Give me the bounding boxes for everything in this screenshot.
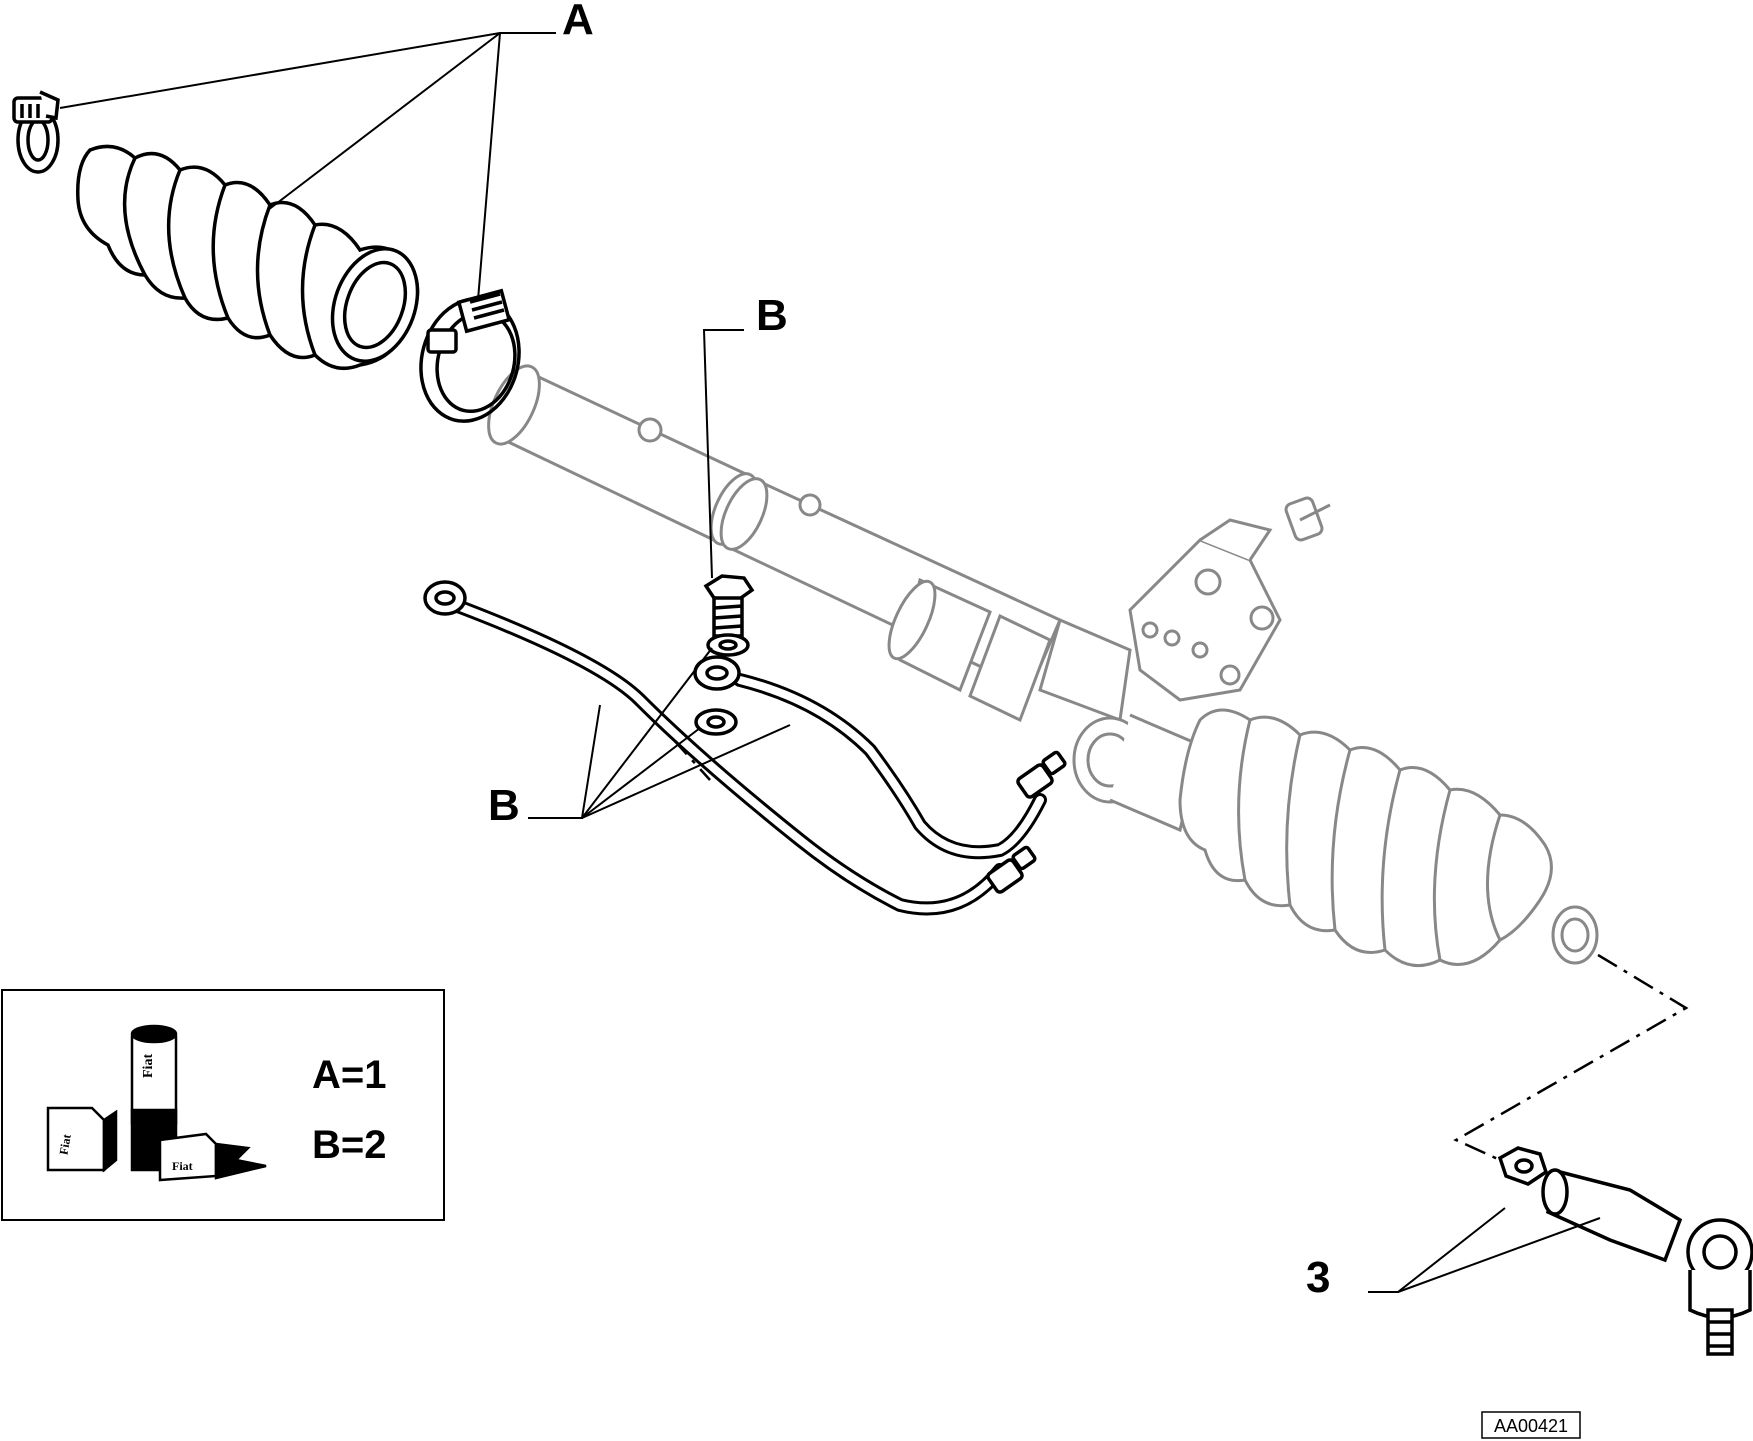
callout-3: 3 xyxy=(1306,1253,1330,1302)
tie-rod-end xyxy=(1541,1168,1753,1356)
large-boot-clamp xyxy=(419,288,521,423)
left-bellows-boot xyxy=(76,144,420,371)
hydraulic-pipe-upper-inner xyxy=(451,601,1004,913)
fiat-label-tin: Fiat xyxy=(172,1159,193,1173)
banjo-bolt-and-washers xyxy=(694,574,755,736)
right-bellows-boot xyxy=(1178,708,1599,968)
fiat-product-icon: Fiat Fiat Fiat xyxy=(46,1024,267,1182)
hydraulic-pipe-lower-inner xyxy=(736,676,1044,857)
callout-b-top: B xyxy=(756,291,788,340)
pipe-fittings xyxy=(423,580,1067,894)
figure-reference: AA00421 xyxy=(1494,1416,1568,1436)
callout-a: A xyxy=(562,0,594,44)
fiat-label-tube: Fiat xyxy=(141,1054,156,1078)
legend-line-b: B=2 xyxy=(312,1123,387,1167)
steering-rack-housing xyxy=(487,364,1331,833)
callout-b-lower: B xyxy=(488,781,520,830)
leader-lines xyxy=(59,32,1601,1293)
quantity-legend-box: Fiat Fiat Fiat A=1 B=2 xyxy=(1,989,445,1221)
fiat-label-box: Fiat xyxy=(56,1133,73,1156)
legend-line-a: A=1 xyxy=(312,1053,387,1097)
tie-rod-nut xyxy=(1497,1146,1549,1186)
small-boot-clamp xyxy=(12,90,60,174)
figure-reference-box: AA00421 xyxy=(1481,1411,1581,1439)
